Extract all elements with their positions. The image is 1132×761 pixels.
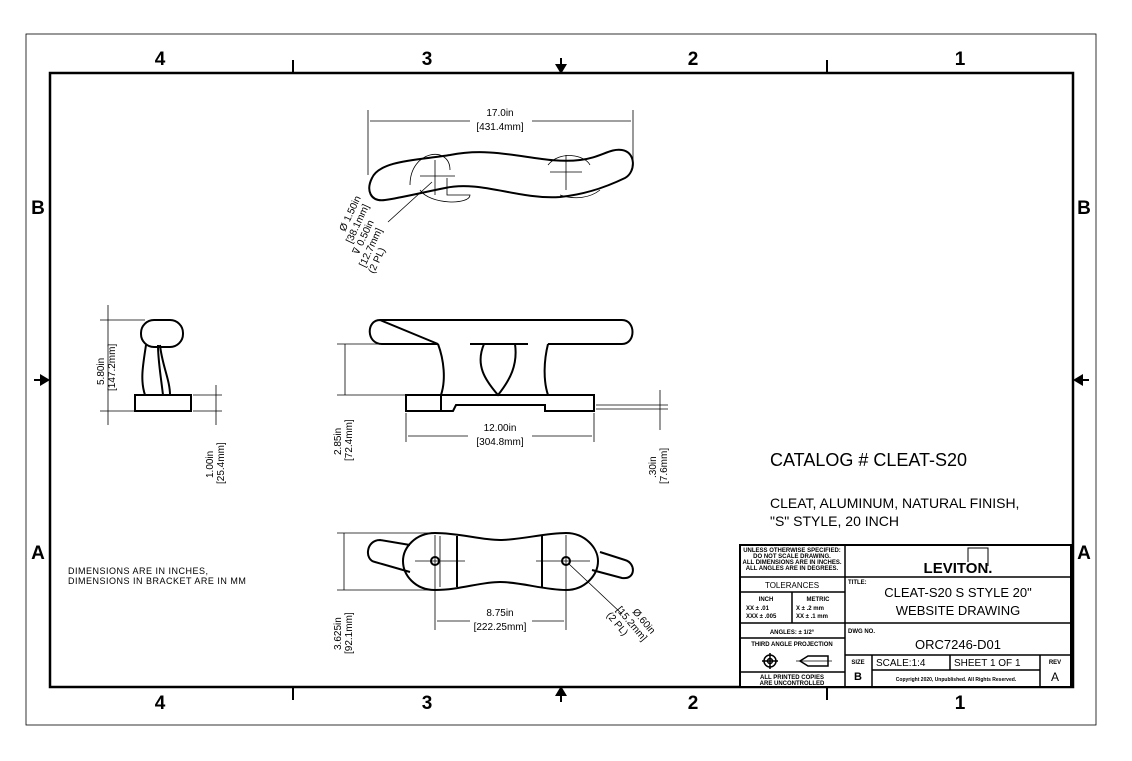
rev-label: REV [1049,660,1061,666]
title-block-note: ALL ANGLES ARE IN DEGREES. [746,566,839,572]
angles-tolerance: ANGLES: ± 1/2° [770,630,815,636]
zone-label: A [31,543,45,564]
general-note: DIMENSIONS ARE IN INCHES, [68,566,209,576]
dimension-text: [304.8mm] [476,437,523,448]
zone-label: B [1077,198,1091,219]
catalog-description: CLEAT, ALUMINUM, NATURAL FINISH, [770,495,1019,511]
dimension-text: [72.4mm] [344,419,355,461]
zone-label: 3 [422,693,433,714]
zone-label: 1 [955,693,966,714]
outer-border [25,33,1097,726]
dimension-text: [25.4mm] [216,442,227,484]
title-block-note: DO NOT SCALE DRAWING. [753,554,831,560]
size-label: SIZE [851,660,864,666]
zone-label: B [31,198,45,219]
dimension-text: .30in [648,456,659,478]
zone-label: 2 [688,693,699,714]
drawing-number: ORC7246-D01 [915,637,1001,652]
dimension-text: 8.75in [486,608,513,619]
zone-label: 2 [688,49,699,70]
dimension-text: [7.6mm] [659,448,670,484]
inch-label: INCH [759,597,774,603]
zone-ticks [292,60,828,700]
catalog-number: CATALOG # CLEAT-S20 [770,450,967,470]
front-view: 12.00in [304.8mm] 2.85in [72.4mm] .30in … [333,318,670,484]
catalog-description: "S" STYLE, 20 INCH [770,513,899,529]
title-block-note: UNLESS OTHERWISE SPECIFIED: [743,548,841,554]
dimension-text: 3.625in [333,617,344,650]
title-block-note: ALL DIMENSIONS ARE IN INCHES. [742,560,841,566]
bottom-view: 8.75in [222.25mm] 3.625in [92.1mm] Ø.60i… [333,531,657,654]
centering-arrows [34,58,1089,702]
dimension-text: 1.00in [205,451,216,478]
zone-label: A [1077,543,1091,564]
dimension-text: [431.4mm] [476,122,523,133]
logo-mark [967,547,989,566]
dimension-text: [92.1mm] [344,612,355,654]
side-view: 5.80in [147.2mm] 1.00in [25.4mm] [96,305,227,484]
zone-label: 3 [422,49,433,70]
general-note: DIMENSIONS IN BRACKET ARE IN MM [68,576,246,586]
zone-label: 1 [955,49,966,70]
tolerance-value: XX ± .01 [746,606,770,612]
zone-label: 4 [155,49,166,70]
sheet-size: B [854,671,862,683]
dimension-text: 17.0in [486,108,513,119]
dimension-text: [222.25mm] [474,622,527,633]
metric-label: METRIC [807,597,831,603]
printed-copies-note: ARE UNCONTROLLED [760,681,825,687]
drawing-title: CLEAT-S20 S STYLE 20" [884,585,1032,600]
title-block: UNLESS OTHERWISE SPECIFIED: DO NOT SCALE… [739,544,1072,688]
zone-labels: 4 3 2 1 4 3 2 1 B A B A [31,49,1091,714]
dwg-no-label: DWG NO. [848,629,875,635]
projection-label: THIRD ANGLE PROJECTION [751,642,832,648]
title-label: TITLE: [848,580,867,586]
tolerance-value: X ± .2 mm [796,606,824,612]
dimension-text: 12.00in [484,423,517,434]
tolerances-label: TOLERANCES [765,581,819,590]
third-angle-projection-icon [762,653,832,669]
dimension-text: 2.85in [333,428,344,455]
revision: A [1051,670,1059,684]
dimension-text: [147.2mm] [107,344,118,391]
sheet-number: SHEET 1 OF 1 [954,658,1021,669]
dimension-text: 5.80in [96,358,107,385]
printed-copies-note: ALL PRINTED COPIES [760,675,824,681]
zone-label: 4 [155,693,166,714]
top-view: 17.0in [431.4mm] Ø 1.50in [38.1mm] ⊽ 0.5… [338,108,634,275]
copyright-notice: Copyright 2020, Unpublished. All Rights … [896,677,1017,683]
drawing-subtitle: WEBSITE DRAWING [896,603,1020,618]
tolerance-value: XXX ± .005 [746,614,777,620]
scale: SCALE:1:4 [876,658,926,669]
tolerance-value: XX ± .1 mm [796,614,828,620]
leviton-logo: LEVITON. [924,560,993,577]
